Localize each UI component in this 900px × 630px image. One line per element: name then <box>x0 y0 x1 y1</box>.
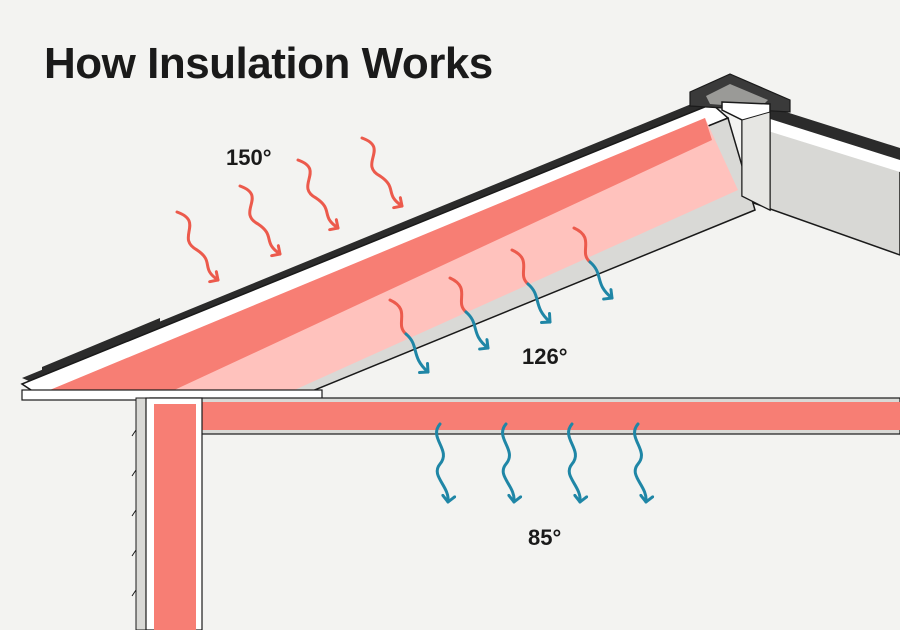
outside-temperature: 150° <box>226 145 272 170</box>
heat-arrow <box>360 136 404 210</box>
heat-arrow <box>448 276 468 314</box>
outside-heat-arrows <box>175 136 404 284</box>
exterior-wall <box>131 397 203 630</box>
heat-arrow <box>588 260 614 301</box>
attic-temperature: 126° <box>522 344 568 369</box>
heat-arrow <box>435 422 457 504</box>
heat-arrow <box>633 422 655 504</box>
heat-arrow <box>238 184 282 258</box>
ridge-vent <box>689 73 791 212</box>
ceiling-joist <box>149 397 900 435</box>
heat-arrow <box>510 248 530 286</box>
heat-arrow <box>175 210 220 284</box>
roof-insulation <box>45 118 738 392</box>
heat-arrow <box>388 298 408 336</box>
heat-arrow <box>404 332 430 374</box>
heat-arrow <box>296 158 340 232</box>
room-heat-arrows <box>435 422 655 504</box>
diagram-title: How Insulation Works <box>44 39 493 88</box>
right-roof-slope <box>744 100 900 256</box>
heat-arrow <box>567 422 589 504</box>
heat-arrow <box>526 282 552 324</box>
room-temperature: 85° <box>528 525 561 550</box>
heat-arrow <box>572 226 592 264</box>
heat-arrow <box>501 422 523 504</box>
heat-arrow <box>464 310 490 351</box>
attic-heat-arrows <box>388 226 614 374</box>
